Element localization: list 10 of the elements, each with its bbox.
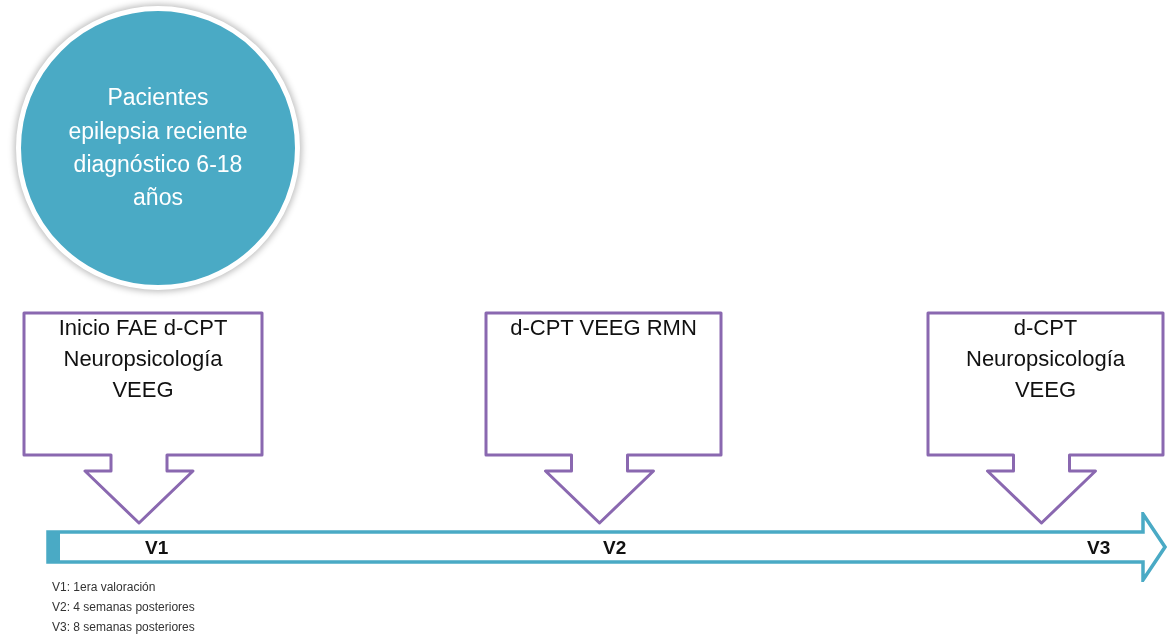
node-text: Inicio FAE d-CPT Neuropsicología VEEG [57, 314, 229, 404]
node-text: d-CPT VEEG RMN [510, 314, 697, 342]
visit-label: V2 [603, 538, 627, 557]
visit-label: V1 [145, 538, 169, 557]
legend-note: V3: 8 semanas posteriores [52, 619, 195, 636]
legend-note: V2: 4 semanas posteriores [52, 599, 195, 616]
legend-note: V1: 1era valoración [52, 579, 157, 596]
node-text: Pacientes epilepsia reciente diagnóstico 6-18 años [67, 83, 249, 213]
node-text: d-CPT Neuropsicología VEEG [965, 314, 1126, 404]
visit-label: V3 [1087, 538, 1111, 557]
